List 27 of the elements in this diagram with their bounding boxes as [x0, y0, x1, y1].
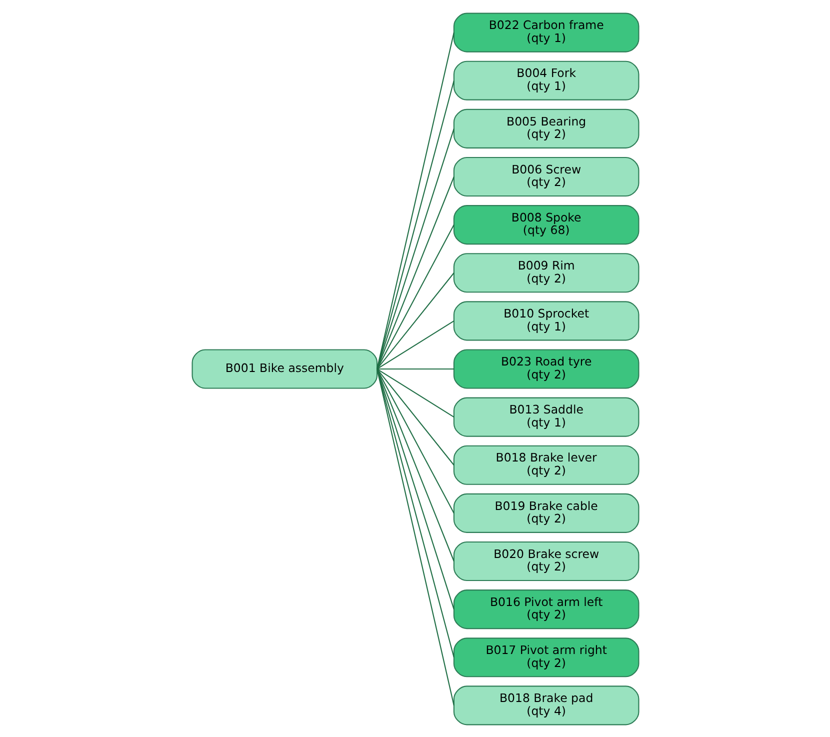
node-box: B020 Brake screw (qty 2): [452, 541, 639, 581]
node-box: B017 Pivot arm right (qty 2): [452, 637, 639, 677]
connector: [376, 368, 454, 609]
connector: [376, 368, 454, 418]
connector: [376, 176, 454, 369]
node-box: B009 Rim (qty 2): [452, 252, 639, 292]
node-box: B008 Spoke (qty 68): [452, 204, 639, 244]
connector: [376, 368, 454, 370]
connector: [376, 368, 454, 465]
node-box: B023 Road tyre (qty 2): [452, 348, 639, 388]
connector: [376, 368, 454, 513]
node-box: B005 Bearing (qty 2): [452, 108, 639, 148]
node-box: B010 Sprocket (qty 1): [452, 300, 639, 340]
connector: [376, 128, 454, 369]
node-box: B016 Pivot arm left (qty 2): [452, 589, 639, 629]
node-box: B006 Screw (qty 2): [452, 156, 639, 196]
node-box: B004 Fork (qty 1): [452, 60, 639, 100]
connector: [376, 320, 454, 369]
connector: [376, 368, 454, 561]
connector: [376, 272, 454, 369]
node-box: B018 Brake lever (qty 2): [452, 444, 639, 484]
node-box: B022 Carbon frame (qty 1): [452, 12, 639, 52]
connector: [376, 224, 454, 369]
node-box: B001 Bike assembly: [191, 348, 378, 388]
node-box: B018 Brake pad (qty 4): [452, 685, 639, 725]
node-box: B019 Brake cable (qty 2): [452, 492, 639, 532]
node-box: B013 Saddle (qty 1): [452, 396, 639, 436]
